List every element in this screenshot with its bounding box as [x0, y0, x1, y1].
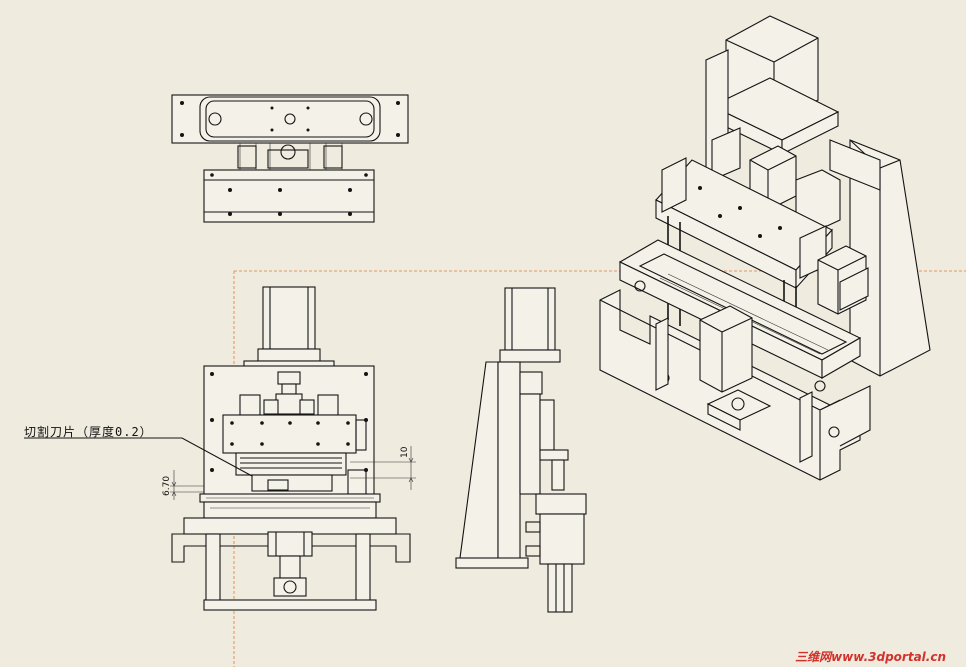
- front-view: [24, 286, 411, 611]
- dimension-marks: 6.70 10: [162, 446, 416, 500]
- watermark-brand: 三维网: [795, 650, 832, 664]
- side-view: [455, 287, 587, 613]
- isometric-view: [599, 15, 931, 481]
- top-view: [171, 94, 409, 223]
- watermark-url: www.3dportal.cn: [831, 650, 946, 664]
- blade-thickness-label: 切割刀片（厚度0.2）: [24, 425, 153, 439]
- dim-text-6-70: 6.70: [162, 476, 172, 496]
- watermark: 三维网www.3dportal.cn: [795, 648, 946, 665]
- dim-text-10: 10: [400, 446, 410, 458]
